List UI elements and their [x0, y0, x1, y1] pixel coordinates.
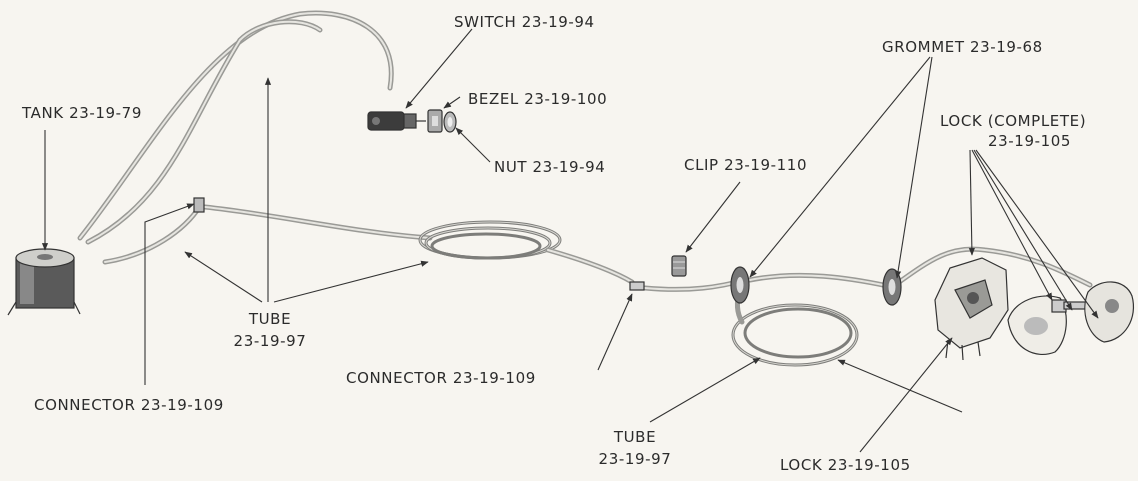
lock-complete-icon: [1007, 281, 1134, 356]
label-grommet: GROMMET 23-19-68: [882, 38, 1043, 56]
label-lock-complete-line1: LOCK (COMPLETE): [940, 112, 1086, 130]
tube-assembly-left: [77, 10, 433, 265]
label-clip: CLIP 23-19-110: [684, 156, 807, 174]
label-nut: NUT 23-19-94: [494, 158, 605, 176]
connector-mid-icon: [629, 281, 645, 291]
tube-coil-left: [418, 220, 635, 285]
label-bezel: BEZEL 23-19-100: [468, 90, 607, 108]
switch-icon: [367, 111, 426, 131]
connector-left-icon: [193, 197, 205, 213]
clip-icon: [671, 255, 687, 277]
bezel-icon: [427, 109, 443, 133]
label-tube-left-line1: TUBE: [248, 310, 291, 328]
nut-icon: [443, 111, 457, 133]
label-connector-mid: CONNECTOR 23-19-109: [346, 369, 536, 387]
tank-icon: [7, 248, 81, 316]
grommet-icon: [730, 266, 750, 304]
label-lock: LOCK 23-19-105: [780, 456, 911, 474]
grommet-icon-2: [882, 268, 902, 306]
label-switch: SWITCH 23-19-94: [454, 13, 595, 31]
label-tube-right-line2: 23-19-97: [599, 450, 672, 468]
lock-icon: [934, 257, 1009, 361]
label-tube-right-line1: TUBE: [613, 428, 656, 446]
label-lock-complete-line2: 23-19-105: [988, 132, 1071, 150]
label-tube-left-line2: 23-19-97: [234, 332, 307, 350]
label-tank: TANK 23-19-79: [21, 104, 142, 122]
leader-lines: [41, 28, 1099, 453]
label-connector-left: CONNECTOR 23-19-109: [34, 396, 224, 414]
